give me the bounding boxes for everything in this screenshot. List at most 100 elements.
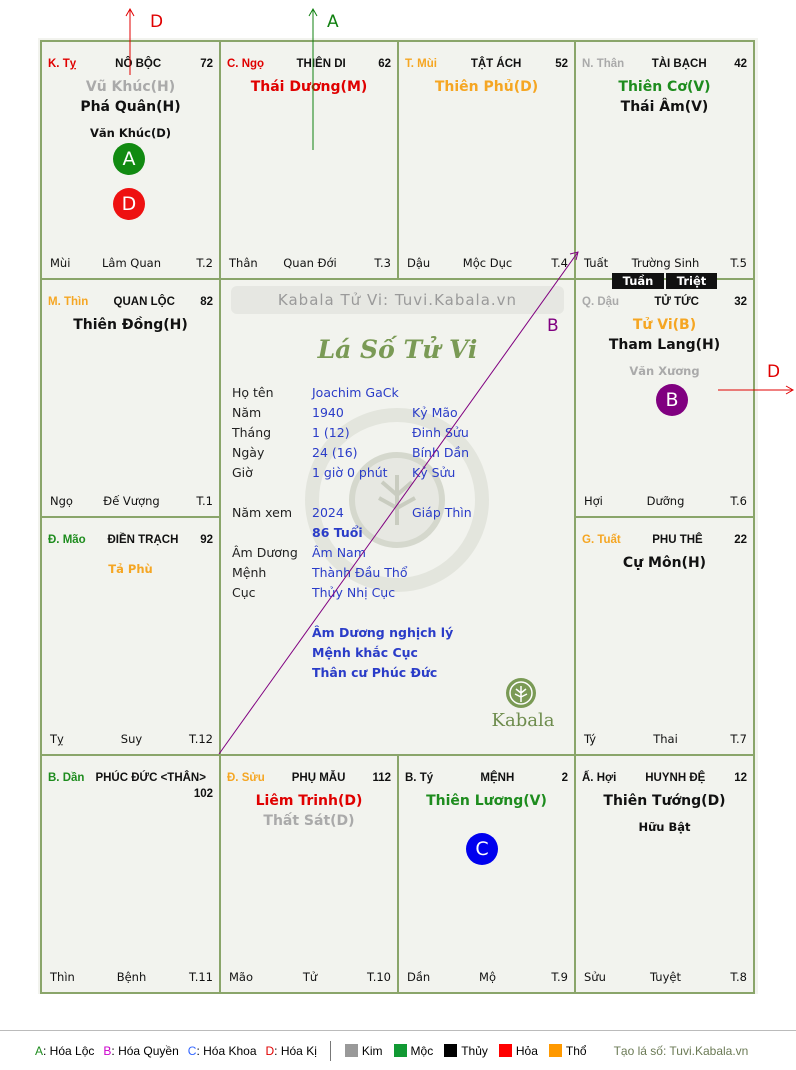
info-value: 2024 xyxy=(312,505,344,520)
footer-code: T.11 xyxy=(189,970,213,984)
branch-label: C. Ngọ xyxy=(227,58,265,70)
palace-number: 42 xyxy=(734,58,747,70)
footer-branch: Tuất xyxy=(584,256,609,270)
palace-number: 32 xyxy=(734,296,747,308)
footer-stage: Đế Vượng xyxy=(103,494,160,508)
palace-header: C. Ngọ THIÊN DI 62 xyxy=(227,56,391,72)
palace-name: MỆNH xyxy=(480,772,515,784)
footer-branch: Mão xyxy=(229,970,254,984)
minor-star: Tả Phù xyxy=(108,562,153,576)
legend-letter: B xyxy=(103,1043,112,1058)
info-value: Thủy Nhị Cục xyxy=(312,585,396,600)
branch-label: K. Tỵ xyxy=(48,58,77,70)
major-star: Thiên Lương(V) xyxy=(426,793,547,809)
major-star: Thái Âm(V) xyxy=(620,99,709,115)
note-text: Thân cư Phúc Đức xyxy=(312,665,438,680)
palace-number: 112 xyxy=(372,772,391,784)
footer-code: T.4 xyxy=(551,256,568,270)
info-label: Ngày xyxy=(232,445,265,460)
arrow-label-d-right: D xyxy=(767,362,781,382)
info-value: 1 giờ 0 phút xyxy=(312,465,388,480)
legend-letter: D xyxy=(265,1043,275,1058)
minor-star: Hữu Bật xyxy=(638,820,691,834)
footer-stage: Mộ xyxy=(479,970,496,984)
footer-branch: Mùi xyxy=(50,256,71,270)
star-list: Vũ Khúc(H)Phá Quân(H)Văn Khúc(D) xyxy=(42,77,219,141)
footer-code: T.9 xyxy=(551,970,568,984)
branch-label: B. Dần xyxy=(48,772,85,784)
info-extra: Đinh Sửu xyxy=(412,425,469,440)
legend-element: Mộc xyxy=(393,1043,434,1058)
legend-element-label: Mộc xyxy=(410,1043,434,1058)
info-value: Thành Đầu Thổ xyxy=(312,565,408,580)
palace-name: PHÚC ĐỨC <THÂN> xyxy=(95,772,206,784)
info-label: Giờ xyxy=(232,465,253,480)
info-value: 86 Tuổi xyxy=(312,525,363,540)
legend-hoa-d: D: Hóa Kị xyxy=(266,1044,317,1058)
palace-name: THIÊN DI xyxy=(296,58,346,70)
footer-code: T.8 xyxy=(730,970,747,984)
legend-hoa-b: B: Hóa Quyền xyxy=(103,1044,178,1058)
footer-code: T.12 xyxy=(189,732,213,746)
star-list: Thiên Tướng(D)Hữu Bật xyxy=(576,791,753,835)
major-star: Tử Vi(B) xyxy=(632,317,697,333)
legend-divider xyxy=(329,1040,331,1061)
branch-label: Đ. Mão xyxy=(48,534,86,546)
footer-stage: Dưỡng xyxy=(646,494,685,508)
info-value: 1 (12) xyxy=(312,425,350,440)
minor-star: Văn Xương xyxy=(629,364,700,378)
info-label: Năm xyxy=(232,405,262,420)
major-star: Liêm Trinh(D) xyxy=(255,793,363,809)
major-star: Vũ Khúc(H) xyxy=(85,79,176,95)
credit-link[interactable]: Tạo lá số: Tuvi.Kabala.vn xyxy=(613,1043,749,1058)
minor-star: Văn Khúc(D) xyxy=(89,126,171,140)
legend-element-label: Thủy xyxy=(461,1043,488,1058)
footer-stage: Quan Đới xyxy=(283,256,337,270)
note-text: Mệnh khắc Cục xyxy=(312,645,418,660)
palace-number: 62 xyxy=(378,58,391,70)
legend-text: : Hóa Lộc xyxy=(43,1043,95,1058)
footer-branch: Sửu xyxy=(584,970,606,984)
info-value: 1940 xyxy=(312,405,344,420)
branch-label: G. Tuất xyxy=(582,534,621,546)
major-star: Tham Lang(H) xyxy=(608,337,721,353)
footer-branch: Thìn xyxy=(50,970,75,984)
star-list: Tử Vi(B) Tham Lang(H) Văn Xương xyxy=(576,315,753,379)
badge-d: D xyxy=(113,188,145,220)
color-swatch-icon xyxy=(498,1043,512,1057)
star-list: Liêm Trinh(D)Thất Sát(D) xyxy=(221,791,397,831)
footer-branch: Dần xyxy=(407,970,431,984)
star-list: Thiên Phủ(D) xyxy=(399,77,574,97)
branch-label: M. Thìn xyxy=(48,296,89,308)
info-extra: Bính Dần xyxy=(412,445,470,460)
legend-element: Hỏa xyxy=(498,1043,538,1058)
palace-name: PHU THÊ xyxy=(652,534,703,546)
palace-name: ĐIỀN TRẠCH xyxy=(107,534,179,546)
palace-name: QUAN LỘC xyxy=(113,296,175,308)
footer-branch: Ngọ xyxy=(50,494,73,508)
